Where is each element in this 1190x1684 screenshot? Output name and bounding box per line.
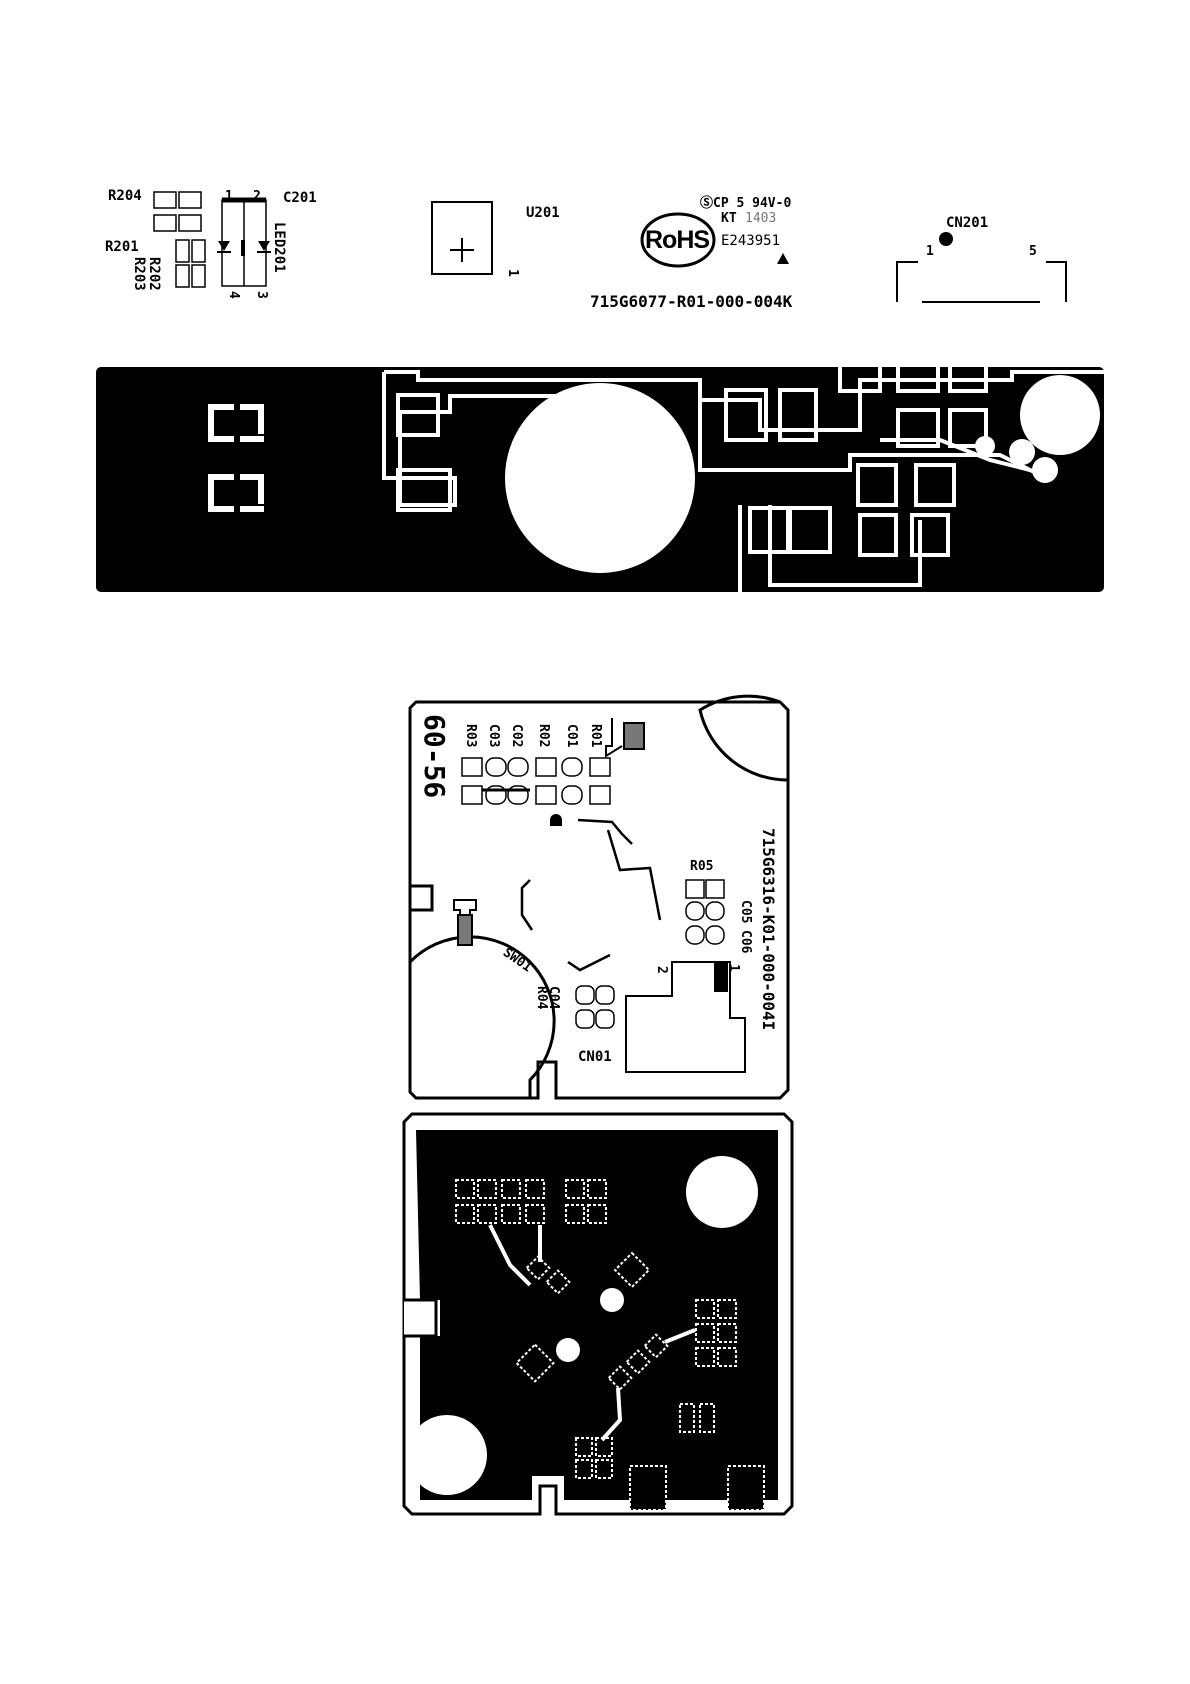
board2-copper [0, 0, 1190, 1684]
